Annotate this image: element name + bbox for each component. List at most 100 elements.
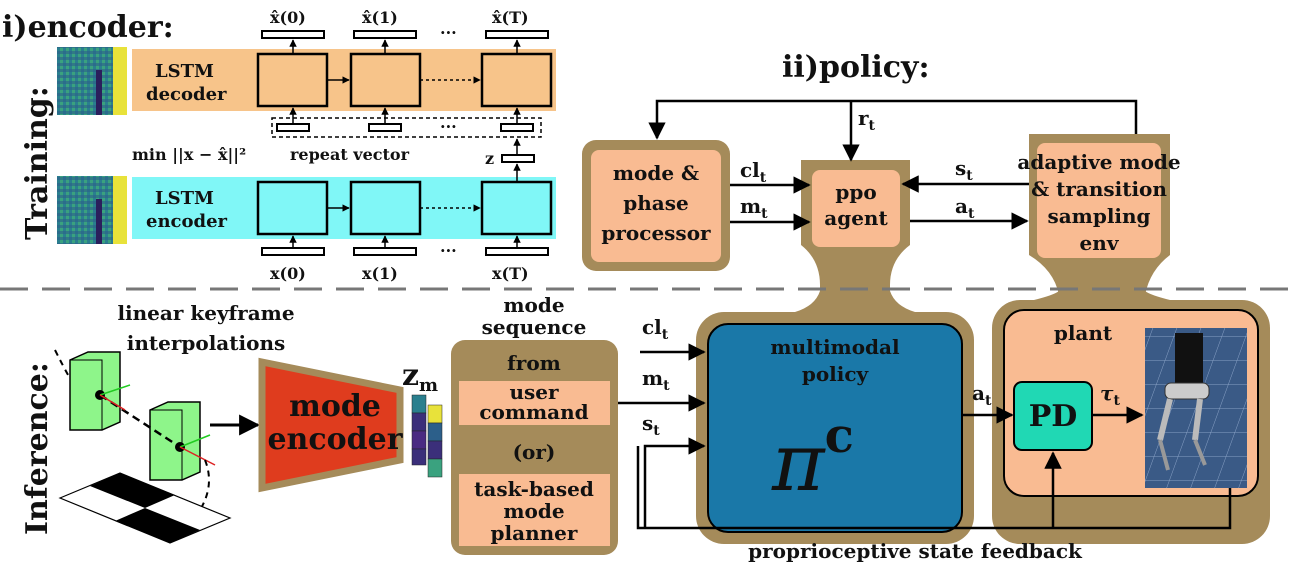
label-text: encoder [267, 422, 403, 457]
zm-label: zm [402, 358, 438, 396]
label-text: m [642, 366, 663, 390]
label-text: multimodal [770, 335, 900, 359]
cell-arrows [327, 76, 481, 212]
label-text: π [771, 416, 826, 509]
output-x1: x̂(1) [362, 8, 398, 27]
robot-render [1145, 328, 1247, 488]
multimodal-policy [707, 323, 963, 533]
keyframe-label-1: linear keyframe [117, 301, 294, 325]
label-text: mode [503, 499, 564, 523]
label-text: PD [1029, 399, 1078, 434]
decoder-label-2: decoder [146, 84, 227, 105]
label-text: s [955, 156, 966, 180]
label-text: t [966, 168, 973, 184]
z-vector [501, 154, 535, 163]
label-text: planner [491, 521, 578, 545]
label-text: t [760, 170, 767, 186]
label-text: t [653, 423, 660, 439]
inference-side-label: Inference: [20, 362, 55, 535]
label-text: t [985, 393, 992, 409]
inf-m: mt [642, 366, 670, 394]
ppo-agent [812, 170, 900, 247]
user-command [459, 381, 610, 425]
train-m: mt [740, 194, 768, 222]
task-planner [459, 474, 610, 546]
train-s: st [955, 156, 973, 184]
label-text: sampling [1047, 204, 1150, 228]
inf-s: st [642, 411, 660, 439]
train-cl: clt [740, 158, 767, 186]
label-text: sequence [482, 315, 587, 339]
encoder-label-1: LSTM [155, 188, 214, 209]
inference-arrows [618, 343, 1232, 530]
output-vectors [261, 30, 549, 39]
inf-cl: clt [642, 315, 669, 343]
label-text: t [663, 378, 670, 394]
decoder-label-1: LSTM [155, 61, 214, 82]
label-text: & transition [1031, 177, 1167, 201]
output-xT: x̂(T) [492, 8, 529, 27]
from-label: from [507, 351, 561, 375]
z-label: z [485, 149, 494, 168]
label-text: t [761, 206, 768, 222]
label-text: mode [503, 293, 564, 317]
input-x0: x(0) [270, 264, 306, 283]
input-ellipsis: ··· [440, 241, 457, 260]
input-xT: x(T) [492, 264, 529, 283]
policy-title: ii)policy: [782, 50, 930, 85]
label-text: command [479, 400, 588, 424]
keyframe-label-2: interpolations [127, 331, 286, 355]
input-vectors [261, 247, 549, 256]
label-text: c [825, 408, 854, 464]
label-text: cl [740, 158, 760, 182]
label-text: mode [289, 389, 381, 424]
label-text: env [1080, 231, 1120, 255]
repeat-vector-label: repeat vector [290, 145, 410, 164]
adaptive-env [1037, 143, 1161, 258]
train-r: rt [858, 106, 876, 134]
mode-phase-processor [591, 150, 721, 262]
inf-a: at [972, 381, 992, 409]
label-text: processor [601, 221, 711, 245]
label-text: t [869, 118, 876, 134]
label-text: agent [824, 206, 888, 230]
label-text: r [858, 106, 869, 130]
input-x1: x(1) [362, 264, 398, 283]
label-text: m [740, 194, 761, 218]
training-side-label: Training: [20, 86, 55, 240]
label-text: t [968, 206, 975, 222]
pi-symbol: πc [771, 408, 854, 509]
loss-label: min ||x − x̂||² [132, 145, 246, 164]
label-text: m [419, 375, 438, 396]
encoder-label-2: encoder [146, 211, 228, 232]
mode-encoder [258, 357, 404, 493]
label-text: cl [642, 315, 662, 339]
label-text: ppo [835, 180, 876, 204]
keyframe-illustration [54, 349, 232, 544]
label-text: t [662, 327, 669, 343]
label-text: s [642, 411, 653, 435]
label-text: a [972, 381, 985, 405]
feedback-label: proprioceptive state feedback [748, 539, 1083, 563]
ppo-to-policy-neck [795, 291, 915, 312]
train-a: at [955, 194, 975, 222]
repeat-ellipsis: ··· [440, 117, 457, 136]
env-to-plant-neck [1034, 291, 1170, 300]
zm-vector [411, 394, 443, 478]
label-text: adaptive mode [1017, 150, 1180, 174]
label-text: a [955, 194, 968, 218]
label-text: phase [623, 191, 688, 215]
label-text: policy [802, 362, 870, 386]
label-text: task-based [474, 477, 594, 501]
label-text: t [1113, 393, 1120, 409]
policy-arrows [648, 99, 1138, 231]
or-label: (or) [513, 440, 556, 464]
output-ellipsis: ··· [440, 23, 457, 42]
label-text: z [402, 358, 419, 393]
label-text: mode & [613, 161, 699, 185]
repeat-vector-box [271, 117, 542, 138]
label-text: plant [1054, 321, 1113, 345]
output-x0: x̂(0) [270, 8, 306, 27]
inf-tau: τt [1100, 381, 1120, 409]
